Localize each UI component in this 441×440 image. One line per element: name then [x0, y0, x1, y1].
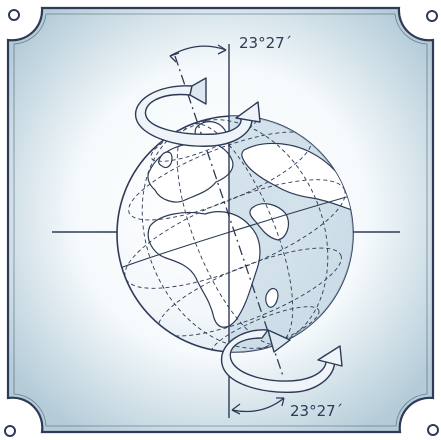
- corner-ring-top-right: [427, 11, 437, 21]
- angle-label-top: 23°27´: [239, 34, 292, 52]
- angle-label-bottom: 23°27´: [290, 402, 343, 420]
- corner-ring-bottom-left: [5, 426, 15, 436]
- corner-ring-bottom-right: [428, 425, 438, 435]
- corner-ring-top-left: [9, 10, 19, 20]
